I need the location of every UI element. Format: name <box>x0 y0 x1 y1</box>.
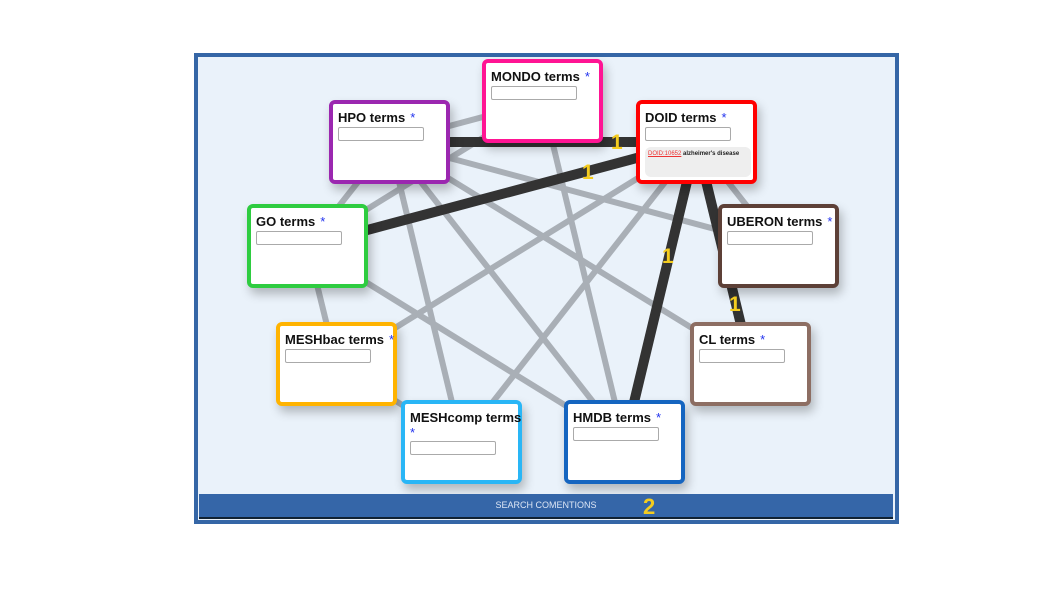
go-search-input[interactable] <box>256 231 342 245</box>
mondo-search-input[interactable] <box>491 86 577 100</box>
required-marker: * <box>721 110 727 125</box>
required-marker: * <box>410 110 416 125</box>
required-marker: * <box>410 425 416 440</box>
node-title: DOID terms <box>645 110 717 125</box>
node-title: UBERON terms <box>727 214 823 229</box>
edge-count-badge: 1 <box>611 131 623 154</box>
node-title: HMDB terms <box>573 410 652 425</box>
node-title: GO terms <box>256 214 316 229</box>
search-comentions-button[interactable]: SEARCH COMENTIONS <box>199 494 893 519</box>
node-hpo: HPO terms * <box>329 100 450 184</box>
doid-search-input[interactable] <box>645 127 731 141</box>
uberon-search-input[interactable] <box>727 231 813 245</box>
node-hmdb: HMDB terms * <box>564 400 685 484</box>
required-marker: * <box>760 332 766 347</box>
node-title: CL terms <box>699 332 756 347</box>
edge-doid-meshcomp <box>459 140 699 444</box>
required-marker: * <box>584 69 590 84</box>
node-meshcomp: MESHcomp terms* <box>401 400 522 484</box>
edge-strong-doid-hmdb <box>619 140 702 444</box>
node-mondo: MONDO terms * <box>482 59 603 143</box>
node-go: GO terms * <box>247 204 368 288</box>
meshcomp-search-input[interactable] <box>410 441 496 455</box>
cl-search-input[interactable] <box>699 349 785 363</box>
edge-mondo-hmdb <box>539 100 628 443</box>
selected-term: DOID:10652 alzheimer's disease <box>645 147 751 177</box>
edge-count-badge: 1 <box>729 293 741 316</box>
node-title: MESHbac terms <box>285 332 384 347</box>
node-title: HPO terms <box>338 110 406 125</box>
footer-count-badge: 2 <box>643 494 656 519</box>
node-uberon: UBERON terms * <box>718 204 839 288</box>
node-meshbac: MESHbac terms * <box>276 322 397 406</box>
hpo-search-input[interactable] <box>338 127 424 141</box>
edge-count-badge: 1 <box>582 161 594 184</box>
term-name: alzheimer's disease <box>683 151 740 157</box>
required-marker: * <box>320 214 326 229</box>
edge-hpo-hmdb <box>387 140 627 444</box>
node-cl: CL terms * <box>690 322 811 406</box>
required-marker: * <box>388 332 395 347</box>
edge-hpo-meshcomp <box>386 141 465 443</box>
meshbac-search-input[interactable] <box>285 349 371 363</box>
node-doid: DOID terms * DOID:10652 alzheimer's disea… <box>636 100 757 184</box>
node-title: MESHcomp terms <box>410 410 522 425</box>
hmdb-search-input[interactable] <box>573 427 659 441</box>
edge-count-badge: 1 <box>662 245 674 268</box>
required-marker: * <box>656 410 662 425</box>
edge-strong-go-doid <box>306 137 698 251</box>
required-marker: * <box>827 214 833 229</box>
term-id-link[interactable]: DOID:10652 <box>648 151 682 157</box>
node-title: MONDO terms <box>491 69 580 84</box>
search-comentions-label: SEARCH COMENTIONS <box>495 500 597 510</box>
